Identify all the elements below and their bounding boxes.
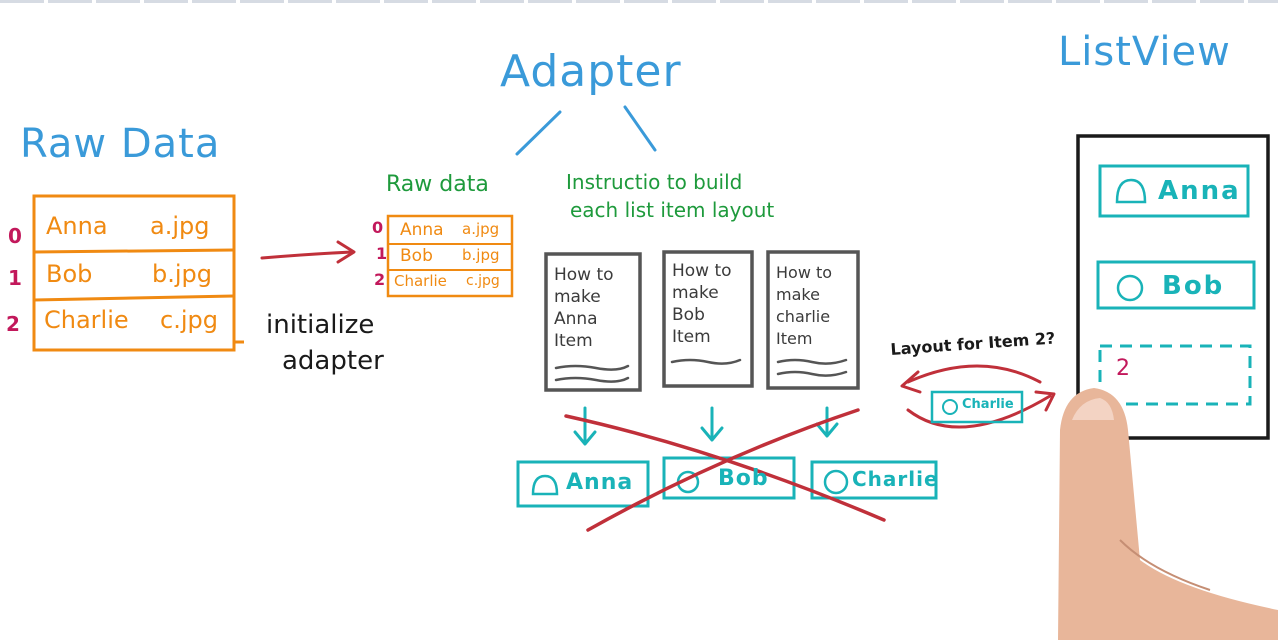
instruction-card-bob: How to make Bob Item: [672, 261, 732, 347]
row-index-1: 1: [8, 266, 22, 290]
listview-item-bob[interactable]: Bob: [1162, 271, 1225, 301]
top-strip: [0, 0, 1278, 3]
small-row-index-0: 0: [372, 218, 384, 237]
listview-title: ListView: [1058, 29, 1231, 75]
instruction-card-scribbles: [554, 358, 848, 383]
adapter-branch-right: [623, 105, 657, 152]
row-index-0: 0: [8, 224, 22, 248]
raw-data-row-2: Charlie c.jpg: [34, 297, 234, 339]
small-row-file-0: a.jpg: [462, 220, 500, 238]
small-row-index-2: 2: [374, 270, 386, 289]
adapter-instructions-line2: each list item layout: [570, 198, 775, 222]
initialize-arrow: [260, 240, 356, 264]
raw-data-file-2: c.jpg: [160, 306, 218, 334]
raw-data-title: Raw Data: [20, 121, 221, 167]
built-item-anna-label: Anna: [566, 470, 634, 495]
listview-item-avatars: [1115, 178, 1147, 302]
small-row-index-1: 1: [376, 244, 388, 263]
build-arrows: [573, 406, 839, 446]
adapter-branch-left: [515, 110, 562, 156]
raw-data-row-0: Anna a.jpg: [34, 203, 234, 245]
adapter-title: Adapter: [500, 46, 682, 97]
small-row-file-2: c.jpg: [466, 273, 500, 289]
returned-item-avatar: [942, 399, 958, 415]
raw-data-name-1: Bob: [46, 260, 93, 288]
small-row-name-1: Bob: [400, 246, 433, 266]
raw-data-row-1: Bob b.jpg: [34, 251, 234, 293]
raw-data-file-0: a.jpg: [150, 212, 210, 240]
returned-item-label: Charlie: [962, 397, 1014, 412]
request-arrows: [900, 364, 1056, 429]
adapter-instructions-line1: Instructio to build: [566, 170, 743, 194]
adapter-raw-data-frame: [386, 214, 514, 298]
instruction-card-charlie: How to make charlie Item: [776, 263, 833, 348]
built-item-bob-label: Bob: [718, 466, 769, 491]
listview-device-frame: [1076, 134, 1270, 440]
initialize-label-line2: adapter: [282, 346, 384, 376]
raw-data-name-2: Charlie: [44, 306, 129, 334]
listview-item-anna[interactable]: Anna: [1158, 176, 1241, 206]
listview-placeholder-frame: [1098, 344, 1252, 406]
small-row-name-2: Charlie: [394, 272, 447, 290]
raw-data-name-0: Anna: [46, 212, 108, 240]
listview-item-frames: [1096, 164, 1256, 310]
row-index-2: 2: [6, 312, 20, 336]
small-row-name-0: Anna: [400, 220, 444, 240]
raw-data-table-frame: [32, 194, 244, 352]
instruction-card-anna: How to make Anna Item: [554, 265, 614, 351]
built-item-frames: [516, 456, 938, 508]
cross-out: [564, 408, 886, 532]
returned-item-frame: [930, 390, 1024, 424]
pointing-finger: [1058, 388, 1278, 640]
instruction-card-frames: [544, 250, 860, 392]
listview-placeholder-index: 2: [1116, 356, 1130, 381]
adapter-raw-data-label: Raw data: [386, 172, 489, 197]
built-item-charlie-label: Charlie: [852, 467, 939, 491]
raw-data-file-1: b.jpg: [152, 260, 212, 288]
small-row-file-1: b.jpg: [462, 246, 500, 264]
initialize-label-line1: initialize: [266, 310, 375, 340]
